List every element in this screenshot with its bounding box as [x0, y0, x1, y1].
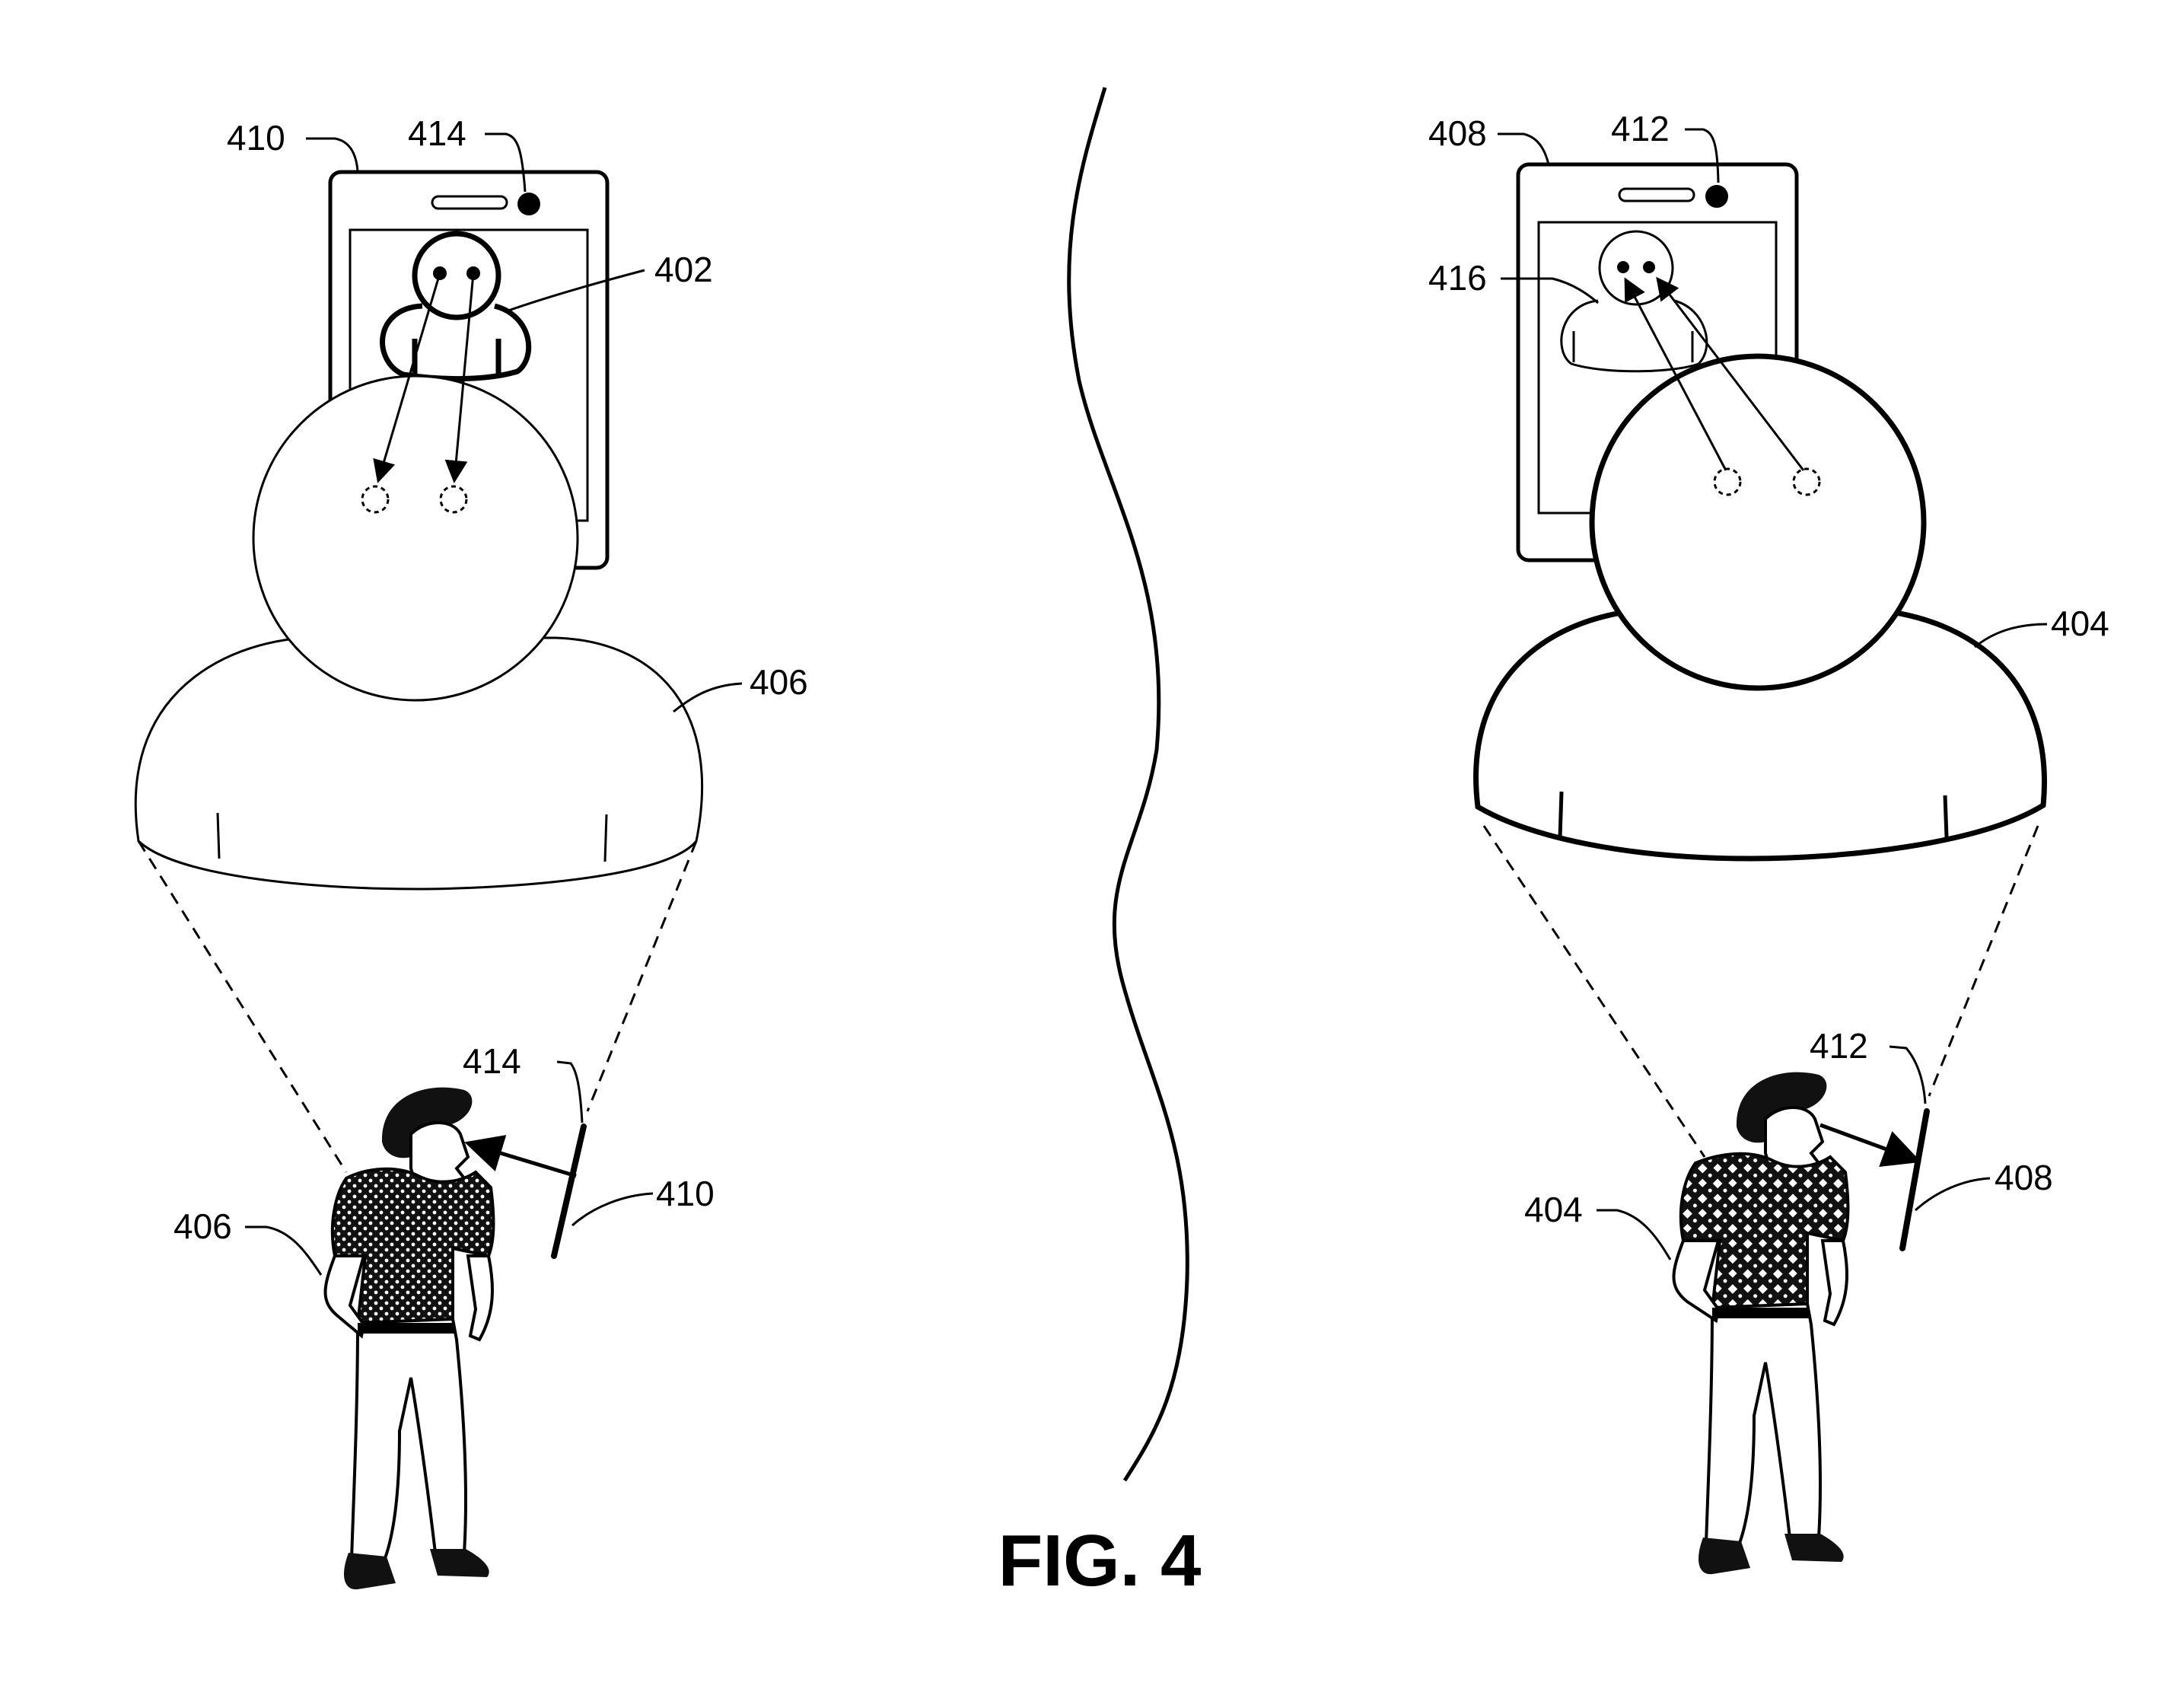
label-410-top: 410 [227, 118, 285, 158]
label-408-small: 408 [1995, 1158, 2053, 1197]
left-projection-line-2 [587, 841, 696, 1111]
label-412-top: 412 [1611, 109, 1670, 148]
local-avatar-406 [135, 376, 702, 889]
right-projection-line-2 [1929, 826, 2038, 1096]
right-camera-icon [1705, 185, 1728, 208]
left-projection-line-1 [138, 841, 346, 1172]
label-404-avatar: 404 [2051, 604, 2109, 643]
label-412-small: 412 [1810, 1026, 1868, 1066]
scene-divider [1069, 88, 1188, 1480]
left-scene: 410 414 402 406 414 410 406 [135, 113, 808, 1589]
label-414-small: 414 [463, 1041, 521, 1081]
left-view-arrow [468, 1143, 576, 1176]
right-view-arrow [1820, 1125, 1918, 1161]
label-416: 416 [1428, 258, 1487, 298]
figure-caption: FIG. 4 [998, 1520, 1202, 1601]
right-projection-line-1 [1484, 826, 1705, 1157]
left-small-device [554, 1127, 584, 1256]
displayed-avatar-416 [1562, 231, 1707, 371]
right-small-device [1902, 1111, 1927, 1248]
label-410-small: 410 [656, 1174, 715, 1213]
right-person-404 [1674, 1072, 1848, 1574]
label-406-avatar: 406 [750, 662, 808, 702]
label-408-top: 408 [1428, 113, 1487, 153]
label-402: 402 [654, 250, 713, 289]
left-camera-icon [517, 193, 540, 215]
right-scene: 408 412 416 404 412 408 404 [1428, 109, 2109, 1574]
label-414-top: 414 [408, 113, 466, 153]
left-person-406 [326, 1088, 494, 1589]
local-avatar-404 [1476, 356, 2045, 859]
label-406-person: 406 [174, 1206, 232, 1246]
label-404-person: 404 [1524, 1190, 1583, 1229]
remote-avatar-402 [383, 234, 529, 379]
